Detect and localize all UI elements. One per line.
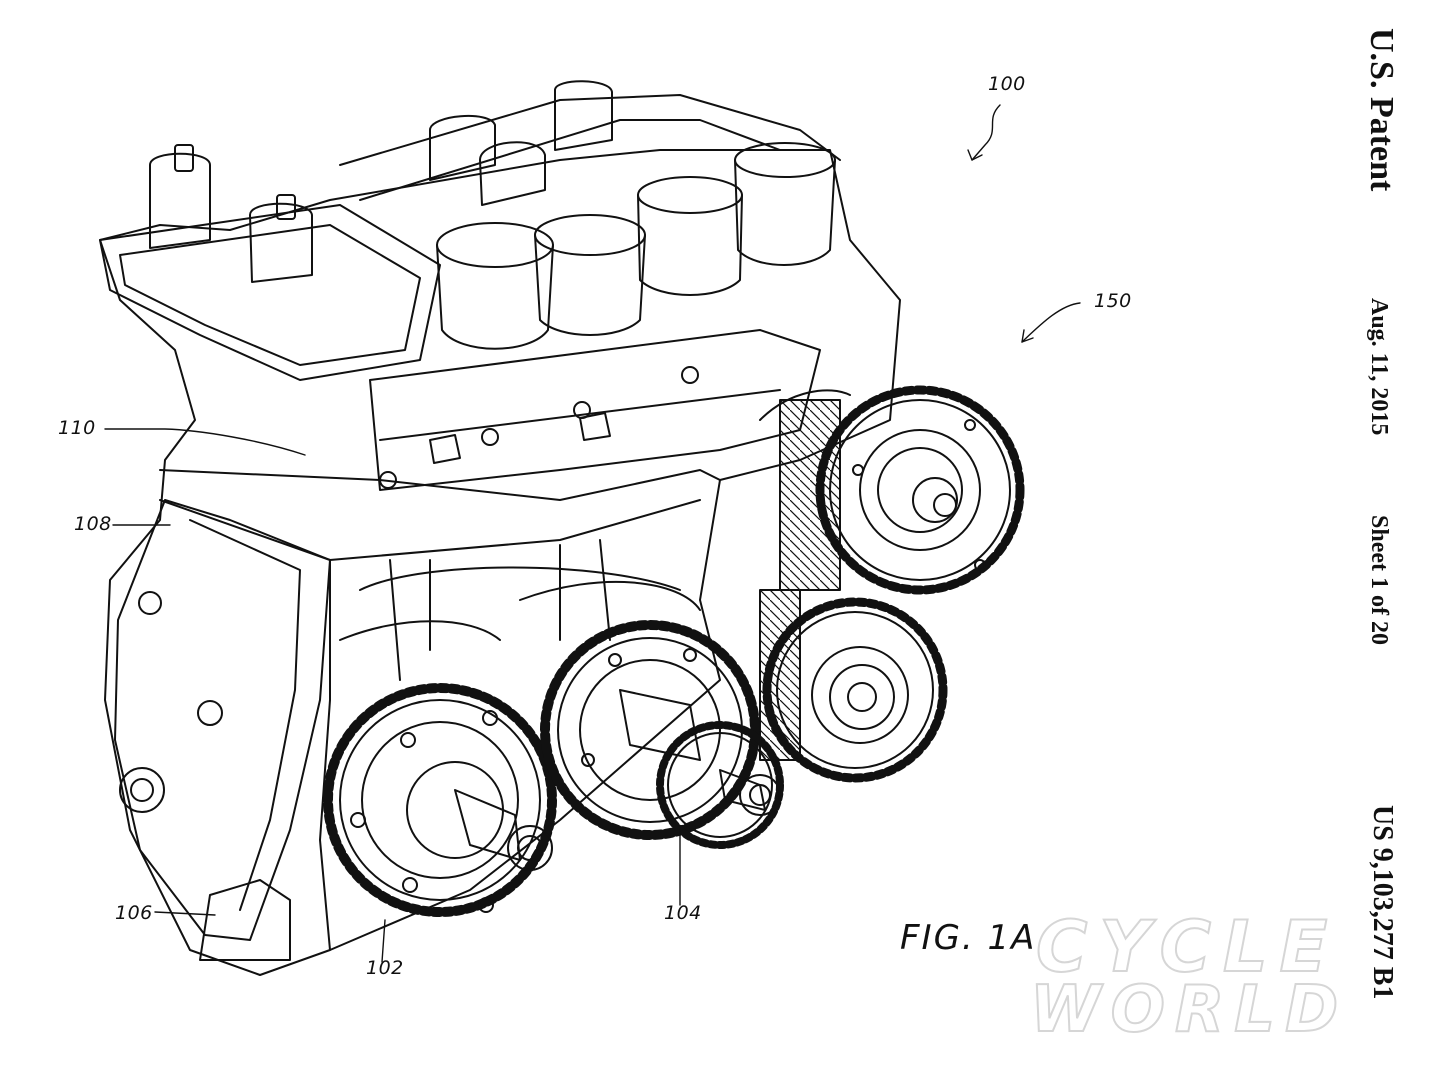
ref-110: 110	[58, 417, 96, 439]
figure-label: FIG. 1A	[900, 918, 1037, 958]
ref-104: 104	[664, 902, 702, 924]
watermark-line-2: WORLD	[1029, 973, 1349, 1047]
reference-leaders	[104, 104, 1081, 963]
engine-block	[99, 144, 901, 976]
patent-title: U.S. Patent	[1363, 28, 1400, 192]
ref-108: 108	[74, 513, 112, 535]
sheet-number: Sheet 1 of 20	[1366, 515, 1392, 645]
watermark-line-1: CYCLE	[1035, 906, 1340, 988]
patent-date: Aug. 11, 2015	[1366, 298, 1392, 436]
ref-106: 106	[115, 902, 153, 924]
upper-drive-gear	[759, 385, 1025, 595]
ref-100: 100	[988, 73, 1026, 95]
gear-102	[323, 683, 557, 917]
gear-104	[540, 620, 784, 849]
lower-right-gear	[759, 589, 948, 783]
ref-102: 102	[366, 957, 404, 979]
ref-150: 150	[1094, 290, 1132, 312]
intake-runners	[339, 80, 841, 491]
watermark-logo: CYCLE WORLD	[1029, 906, 1390, 1062]
